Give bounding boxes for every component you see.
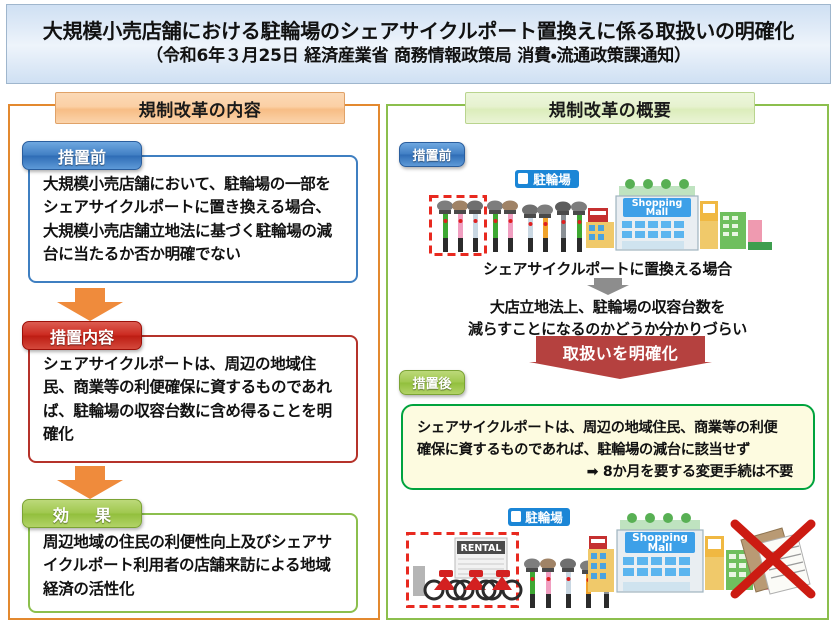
illustration-after: 駐輪場 RENTAL bbox=[405, 506, 820, 614]
side-buildings-icon bbox=[700, 201, 772, 250]
page-title-line2: （令和6年３月25日 経済産業省 商務情報政策局 消費・流通政策課通知） bbox=[146, 46, 691, 67]
shopping-mall-icon: Shopping Mall bbox=[615, 179, 699, 251]
illustration-before: 駐輪場 bbox=[429, 168, 790, 258]
badge-before-measure: 措置前 bbox=[22, 141, 142, 170]
page-title-bar: 大規模小売店舗における駐輪場のシェアサイクルポート置換えに係る取扱いの明確化 （… bbox=[6, 4, 831, 84]
result-box: シェアサイクルポートは、周辺の地域住民、商業等の利便 確保に資するものであれば、… bbox=[401, 404, 815, 490]
svg-text:Shopping: Shopping bbox=[632, 198, 683, 209]
caption-problem-line1: 大店立地法上、駐輪場の収容台数を bbox=[489, 298, 726, 316]
before-measure-text: 大規模小売店舗において、駐輪場の一部をシェアサイクルポートに置き換える場合、大規… bbox=[43, 175, 332, 263]
page-title-line1: 大規模小売店舗における駐輪場のシェアサイクルポート置換えに係る取扱いの明確化 bbox=[42, 19, 795, 44]
bike-parking-sign-icon: 駐輪場 bbox=[508, 508, 570, 526]
measure-content-box: シェアサイクルポートは、周辺の地域住民、商業等の利便確保に資するものであれば、駐… bbox=[28, 335, 358, 463]
result-line1: シェアサイクルポートは、周辺の地域住民、商業等の利便 bbox=[417, 420, 778, 436]
badge-measure-content: 措置内容 bbox=[22, 321, 142, 350]
arrow-down-gray bbox=[586, 278, 630, 296]
parked-bicycles-icon bbox=[437, 200, 587, 252]
caption-problem-line2: 減らすことになるのかどうか分かりづらい bbox=[467, 319, 747, 338]
clarification-banner bbox=[528, 336, 713, 380]
shopping-mall-icon: Shopping Mall bbox=[616, 513, 704, 593]
badge-effect: 効 果 bbox=[22, 499, 142, 528]
badge-after-state: 措置後 bbox=[399, 370, 465, 395]
svg-text:Mall: Mall bbox=[648, 542, 673, 554]
before-measure-box: 大規模小売店舗において、駐輪場の一部をシェアサイクルポートに置き換える場合、大規… bbox=[28, 155, 358, 283]
cross-mark-icon bbox=[730, 519, 816, 599]
left-panel-header: 規制改革の内容 bbox=[55, 92, 345, 124]
effect-text: 周辺地域の住民の利便性向上及びシェアサイクルポート利用者の店舗来訪による地域経済… bbox=[43, 533, 332, 598]
svg-text:駐輪場: 駐輪場 bbox=[532, 172, 571, 187]
measure-content-text: シェアサイクルポートは、周辺の地域住民、商業等の利便確保に資するものであれば、駐… bbox=[43, 355, 332, 443]
rental-bicycles-icon bbox=[413, 566, 523, 601]
arrow-down-2 bbox=[55, 466, 125, 500]
svg-text:RENTAL: RENTAL bbox=[461, 543, 502, 554]
bike-parking-sign-icon: 駐輪場 bbox=[515, 170, 579, 188]
effect-box: 周辺地域の住民の利便性向上及びシェアサイクルポート利用者の店舗来訪による地域経済… bbox=[28, 513, 358, 613]
small-shops-icon bbox=[588, 536, 614, 592]
svg-text:Mall: Mall bbox=[646, 207, 668, 218]
svg-text:Shopping: Shopping bbox=[632, 532, 688, 544]
small-shops-icon bbox=[586, 208, 614, 248]
result-line2: 確保に資するものであれば、駐輪場の減台に該当せず bbox=[417, 442, 751, 458]
caption-replace: シェアサイクルポートに置換える場合 bbox=[483, 260, 732, 278]
svg-text:駐輪場: 駐輪場 bbox=[524, 510, 563, 525]
clarification-banner-text: 取扱いを明確化 bbox=[562, 344, 679, 363]
arrow-down-1 bbox=[55, 288, 125, 322]
badge-before-state: 措置前 bbox=[399, 142, 465, 167]
result-line3: ➡ 8か月を要する変更手続は不要 bbox=[586, 464, 794, 480]
caption-problem: 大店立地法上、駐輪場の収容台数を 減らすことになるのかどうか分かりづらい bbox=[405, 297, 810, 341]
right-panel-header: 規制改革の概要 bbox=[465, 92, 755, 124]
